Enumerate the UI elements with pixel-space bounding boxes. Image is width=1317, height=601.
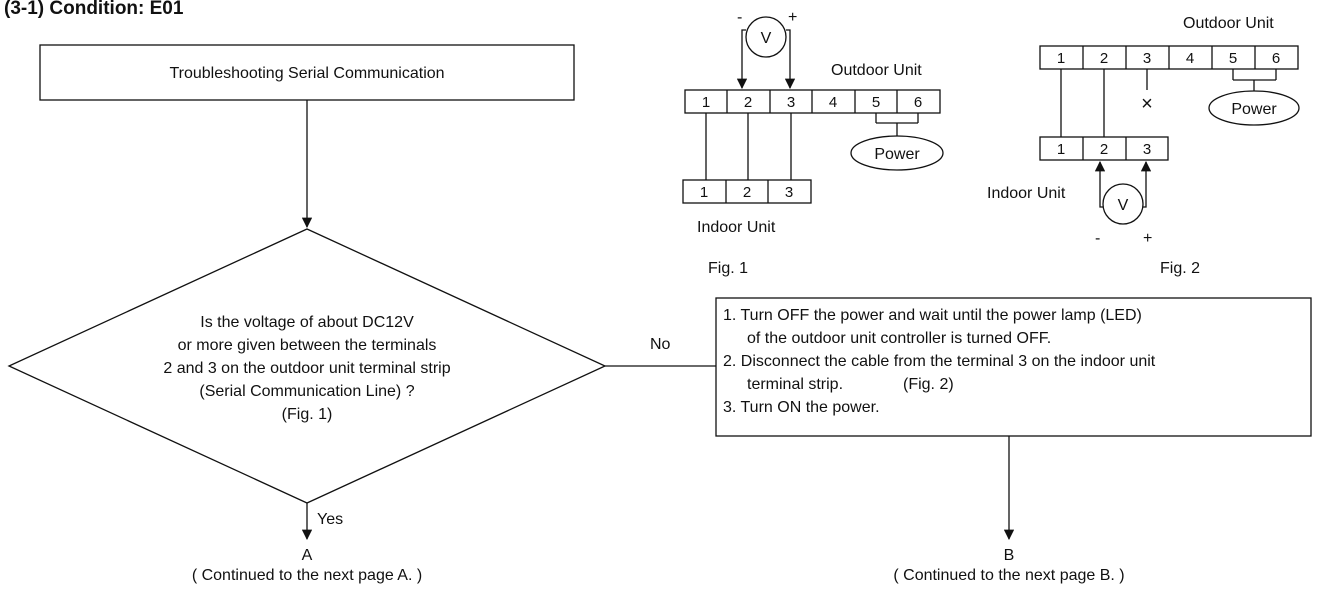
action-line-6: 3. Turn ON the power. — [723, 399, 880, 416]
fig2-power-ellipse — [1208, 90, 1300, 126]
end-b-note: ( Continued to the next page B. ) — [893, 567, 1124, 584]
fig2-voltmeter — [1102, 183, 1144, 225]
fig1-probe-minus — [736, 29, 748, 90]
fig2-outdoor-terminal-4: 4 — [1186, 50, 1194, 67]
fig1-indoor-label: Indoor Unit — [697, 219, 776, 236]
action-line-5: (Fig. 2) — [903, 376, 954, 393]
fig1-outdoor-terminal-6: 6 — [914, 94, 922, 111]
decision-line-5: (Fig. 1) — [282, 406, 333, 423]
fig2-voltmeter-label: V — [1118, 197, 1129, 214]
action-line-1: 1. Turn OFF the power and wait until the… — [723, 307, 1142, 324]
fig2-probe-plus — [1140, 160, 1152, 208]
fig2-indoor-label: Indoor Unit — [987, 185, 1066, 202]
fig2-indoor-terminal-3: 3 — [1143, 141, 1151, 158]
fig2-disconnect-mark: × — [1141, 93, 1153, 115]
fig2-power-label: Power — [1231, 101, 1277, 118]
action-line-4: terminal strip. — [747, 376, 843, 393]
fig2-outdoor-terminal-5: 5 — [1229, 50, 1237, 67]
fig1-outdoor-terminal-4: 4 — [829, 94, 837, 111]
decision-line-3: 2 and 3 on the outdoor unit terminal str… — [163, 360, 450, 377]
fig1-outdoor-terminal-3: 3 — [787, 94, 795, 111]
decision-line-2: or more given between the terminals — [178, 337, 437, 354]
fig1-probe-plus — [784, 29, 796, 90]
fig1-indoor-terminal-2: 2 — [743, 184, 751, 201]
fig2-caption: Fig. 2 — [1160, 260, 1200, 277]
fig1-caption: Fig. 1 — [708, 260, 748, 277]
fig1-outdoor-terminal-2: 2 — [744, 94, 752, 111]
fig2-minus: - — [1095, 230, 1100, 247]
decision-line-1: Is the voltage of about DC12V — [200, 314, 414, 331]
fig1-indoor-terminal-3: 3 — [785, 184, 793, 201]
action-line-2: of the outdoor unit controller is turned… — [747, 330, 1051, 347]
fig1-outdoor-terminal-5: 5 — [872, 94, 880, 111]
end-a-letter: A — [302, 547, 313, 564]
no-label: No — [650, 336, 671, 353]
fig2-outdoor-terminal-6: 6 — [1272, 50, 1280, 67]
yes-label: Yes — [317, 511, 343, 528]
start-box-label: Troubleshooting Serial Communication — [169, 65, 444, 82]
fig2-outdoor-terminal-3: 3 — [1143, 50, 1151, 67]
end-b-letter: B — [1004, 547, 1015, 564]
page-title: (3-1) Condition: E01 — [4, 0, 184, 19]
fig1-outdoor-label: Outdoor Unit — [831, 62, 922, 79]
fig2-diagram: Outdoor Unit Indoor Unit Fig. 2 1 2 3 4 … — [987, 15, 1300, 277]
action-line-3: 2. Disconnect the cable from the termina… — [723, 353, 1156, 370]
fig2-outdoor-terminal-2: 2 — [1100, 50, 1108, 67]
fig2-probe-minus — [1094, 160, 1106, 208]
fig1-power-ellipse — [850, 135, 944, 171]
end-a-note: ( Continued to the next page A. ) — [192, 567, 422, 584]
fig2-indoor-terminal-1: 1 — [1057, 141, 1065, 158]
fig1-power-label: Power — [874, 146, 920, 163]
fig1-indoor-terminal-1: 1 — [700, 184, 708, 201]
fig1-voltmeter-label: V — [761, 30, 772, 47]
start-box — [39, 44, 575, 101]
fig1-minus: - — [737, 9, 742, 26]
action-box — [715, 297, 1312, 437]
fig1-voltmeter — [745, 16, 787, 58]
fig1-indoor-strip — [682, 179, 812, 204]
fig2-plus: + — [1143, 230, 1152, 247]
decision-line-4: (Serial Communication Line) ? — [199, 383, 414, 400]
fig2-indoor-terminal-2: 2 — [1100, 141, 1108, 158]
fig2-outdoor-label: Outdoor Unit — [1183, 15, 1274, 32]
fig2-outdoor-terminal-1: 1 — [1057, 50, 1065, 67]
fig1-diagram: Outdoor Unit Indoor Unit Fig. 1 1 2 3 4 … — [682, 9, 944, 277]
fig1-outdoor-terminal-1: 1 — [702, 94, 710, 111]
fig1-plus: + — [788, 9, 797, 26]
